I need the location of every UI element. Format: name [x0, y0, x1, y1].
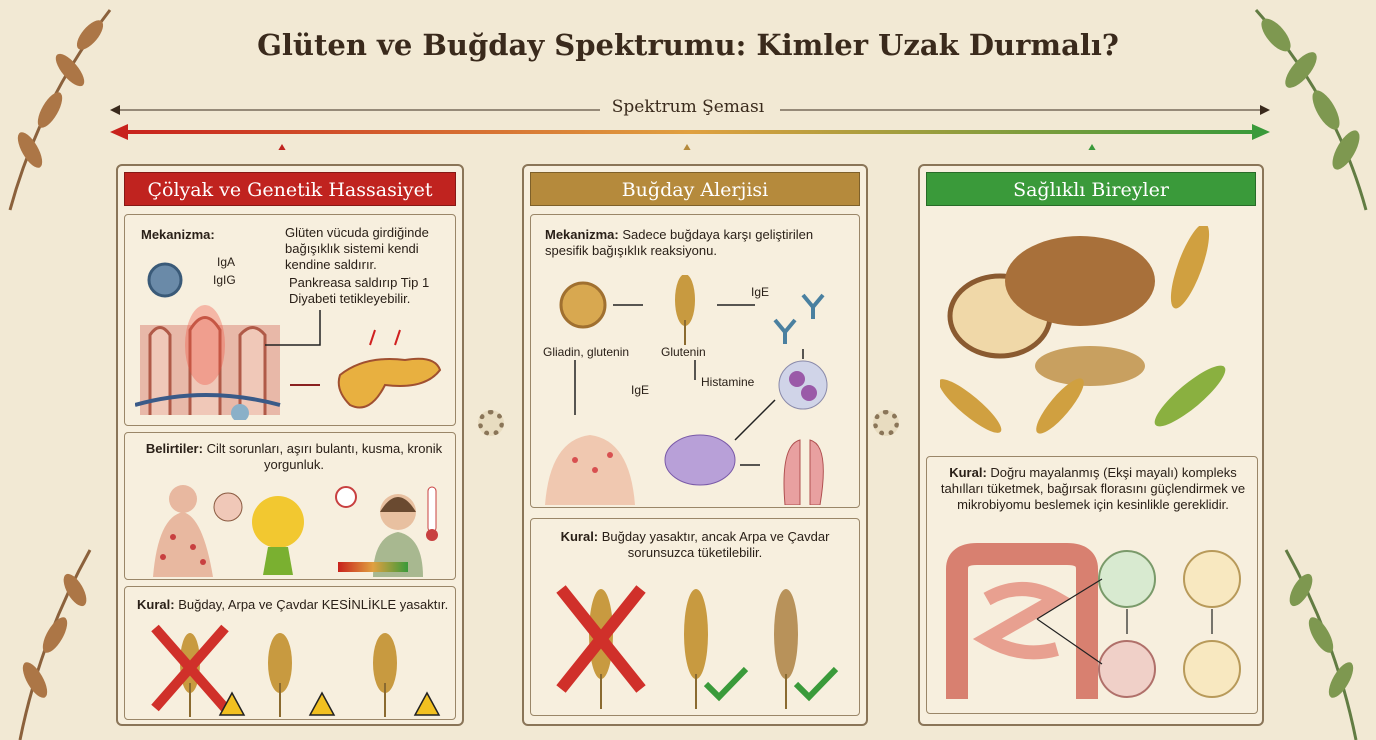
leaf-decoration-top-right — [1254, 9, 1368, 211]
symptoms-section: Belirtiler: Cilt sorunları, aşırı bulant… — [124, 432, 456, 580]
mechanism-label: Mekanizma: — [545, 227, 619, 242]
mechanism-section: Mekanizma: Sadece buğdaya karşı geliştir… — [530, 214, 860, 508]
panel-celiac: Çölyak ve Genetik Hassasiyet Mekanizma: … — [116, 164, 464, 726]
gear-icon — [478, 410, 504, 436]
allergy-mechanism-diagram — [545, 275, 828, 505]
bread-and-grains-illustration — [940, 226, 1226, 434]
forbidden-grains-illustration — [151, 624, 441, 717]
leaf-decoration-bottom-right — [1284, 549, 1358, 740]
gear-icon — [873, 410, 899, 436]
antibody-label-iga: IgA — [217, 255, 236, 269]
mechanism-text: Sadece buğdaya karşı geliştirilen spesif… — [545, 227, 814, 258]
rule-text: Buğday yasaktır, ancak Arpa ve Çavdar so… — [601, 529, 830, 560]
rule-section: Kural: Buğday yasaktır, ancak Arpa ve Ça… — [530, 518, 860, 716]
antibody-label-igig: IgIG — [213, 273, 236, 287]
panel-wheat-allergy: Buğday Alerjisi Mekanizma: Sadece buğday… — [522, 164, 868, 726]
rule-text: Doğru mayalanmış (Ekşi mayalı) kompleks … — [940, 465, 1246, 512]
rule-label: Kural: — [949, 465, 987, 480]
symptoms-illustration — [153, 485, 438, 577]
spectrum-label: Spektrum Şeması — [611, 97, 765, 117]
mechanism-text-2: Pankreasa saldırıp Tip 1 Diyabeti tetikl… — [289, 275, 430, 306]
rule-label: Kural: — [137, 597, 175, 612]
symptoms-label: Belirtiler: — [145, 441, 203, 456]
allowed-grains-illustration — [556, 585, 839, 709]
mechanism-text: Glüten vücuda girdiğinde bağışıklık sist… — [285, 225, 429, 272]
panel-title: Çölyak ve Genetik Hassasiyet — [124, 172, 456, 206]
panel-healthy: Sağlıklı Bireyler Kural: Doğru mayalanmı… — [918, 164, 1264, 726]
rule-text: Buğday, Arpa ve Çavdar KESİNLİKLE yasakt… — [178, 597, 449, 612]
mechanism-section: Mekanizma: Glüten vücuda girdiğinde bağı… — [124, 214, 456, 426]
leaf-decoration-bottom-left — [18, 549, 92, 740]
mechanism-label: Mekanizma: — [141, 227, 215, 242]
leaf-decoration-top-left — [8, 9, 112, 211]
label-histamine: Histamine — [701, 375, 755, 389]
panel-title: Buğday Alerjisi — [530, 172, 860, 206]
rule-section: Kural: Buğday, Arpa ve Çavdar KESİNLİKLE… — [124, 586, 456, 720]
symptoms-text: Cilt sorunları, aşırı bulantı, kusma, kr… — [206, 441, 443, 472]
page-title: Glüten ve Buğday Spektrumu: Kimler Uzak … — [257, 28, 1119, 62]
intestine-villi-illustration — [135, 262, 442, 420]
rule-section: Kural: Doğru mayalanmış (Ekşi mayalı) ko… — [926, 456, 1258, 714]
gut-microbiome-illustration — [946, 543, 1241, 699]
panel-title: Sağlıklı Bireyler — [926, 172, 1256, 206]
label-gliadin-glutenin: Gliadin, glutenin — [543, 345, 630, 359]
rule-label: Kural: — [560, 529, 599, 544]
label-ige: IgE — [631, 383, 650, 397]
label-ige: IgE — [751, 285, 770, 299]
label-glutenin: Glutenin — [661, 345, 706, 359]
spectrum-scale-line — [110, 105, 1270, 150]
